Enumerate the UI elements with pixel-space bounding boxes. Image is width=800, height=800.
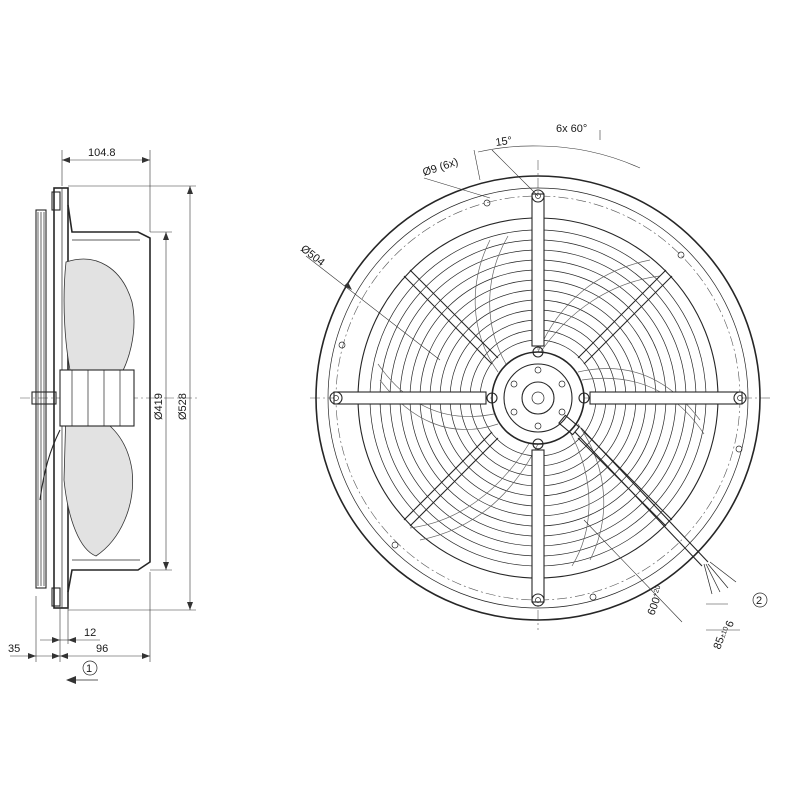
- impeller-blade-upper: [63, 258, 135, 389]
- dim-bolt-circle-label: Ø504: [298, 243, 327, 269]
- dim-depth-label: 104.8: [88, 147, 116, 159]
- cable-assembly: 600+20 6 85±10 2: [574, 427, 768, 651]
- flange-bolt-bottom: [51, 587, 61, 607]
- callout-cable-label: 2: [756, 595, 762, 607]
- cable-wire: [709, 561, 737, 583]
- cable-sheath: [574, 431, 703, 567]
- side-view: 104.8 Ø419 Ø528: [8, 147, 200, 684]
- dim-inlet-dia-label: Ø419: [153, 393, 165, 420]
- dim-bolt-circle: Ø504: [298, 243, 441, 361]
- dim-cable-length-label: 600+20: [646, 584, 668, 617]
- inlet-ring: [67, 204, 151, 593]
- dim-holes-label: Ø9 (6x): [421, 156, 460, 179]
- side-guard-grille: [31, 209, 57, 589]
- dim-angle-label: 15°: [495, 135, 513, 149]
- cable-gland: [558, 414, 580, 436]
- dim-flange-label: 12: [84, 627, 96, 639]
- callout-airflow-label: 1: [86, 663, 92, 675]
- motor-cable: [39, 429, 61, 501]
- callout-circle: [82, 660, 98, 676]
- mounting-hole: [531, 593, 545, 607]
- dim-strip-label: 6: [724, 619, 737, 629]
- motor-housing: [59, 369, 135, 427]
- plate-inner-edge: [327, 187, 749, 609]
- dim-overall-dia: Ø528: [68, 185, 196, 611]
- side-impeller: [39, 258, 135, 557]
- impeller-blade-lower: [63, 409, 134, 557]
- dim-offset-label: 35: [8, 643, 20, 655]
- hub-bolt: [532, 438, 544, 450]
- cable-wire: [703, 563, 713, 595]
- airflow-arrow-head: [66, 676, 76, 684]
- guard-struts: [333, 193, 743, 603]
- cable-sheath: [580, 427, 709, 563]
- cable-wire: [705, 563, 721, 593]
- dim-length-label: 96: [96, 643, 108, 655]
- hub-bolt: [486, 392, 498, 404]
- dim-depth: 104.8: [61, 147, 151, 232]
- impeller-blades: [377, 235, 705, 567]
- dim-inlet-dia: Ø419: [150, 231, 172, 571]
- mounting-holes: [329, 189, 747, 607]
- dim-bottom: 12 35 96: [8, 572, 151, 662]
- flange-bolt-top: [51, 191, 61, 211]
- mounting-hole: [329, 391, 343, 405]
- dim-sheath-label: 85±10: [712, 624, 731, 651]
- grille-frame: [35, 209, 47, 589]
- grille-hub-clip: [31, 391, 57, 405]
- dim-spacing-label: 6x 60°: [556, 123, 587, 135]
- airflow-callout: 1: [66, 660, 98, 684]
- mounting-hole: [531, 189, 545, 203]
- front-view: Ø504 Ø9 (6x) 15° 6x 60° 600+20: [298, 123, 770, 651]
- callout-circle: [752, 592, 768, 608]
- cable-wire: [707, 563, 729, 589]
- mounting-hole: [733, 391, 747, 405]
- hub-bolt: [532, 346, 544, 358]
- dim-overall-dia-label: Ø528: [177, 393, 189, 420]
- motor-hub: [491, 351, 585, 445]
- plate-outer-ring: [315, 175, 761, 621]
- hub-bolt: [578, 392, 590, 404]
